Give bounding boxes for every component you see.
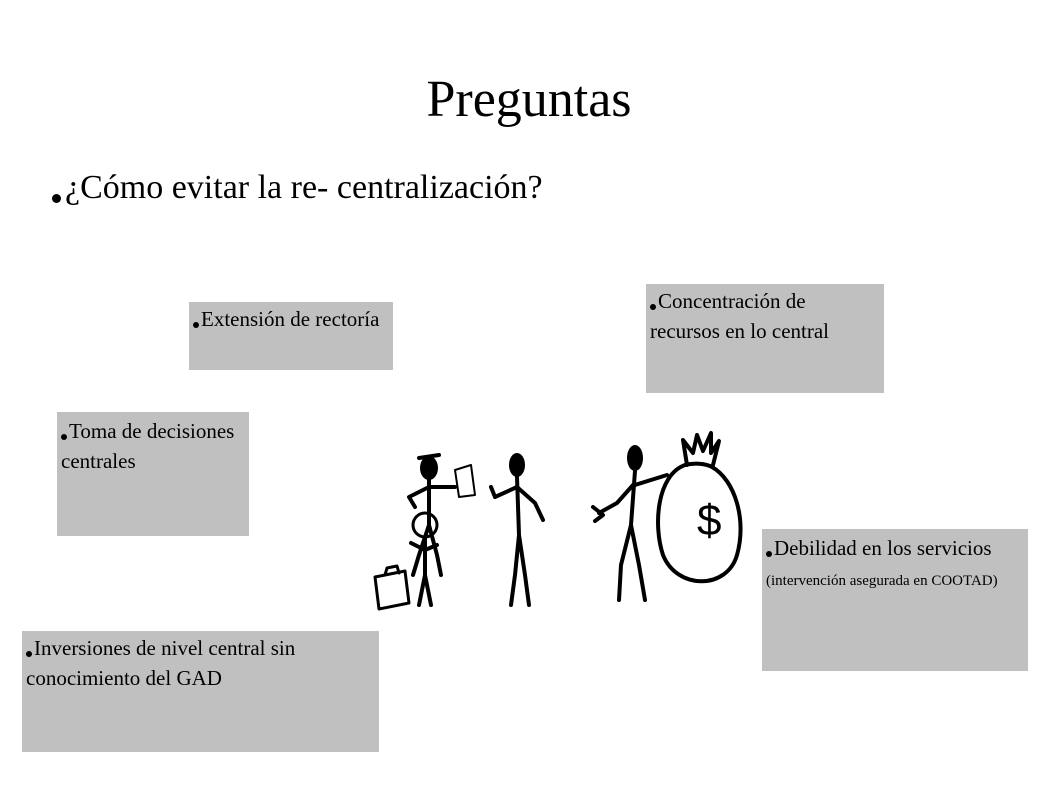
people-money-bag-icon: $ xyxy=(373,431,743,611)
slide-title: Preguntas xyxy=(426,71,632,128)
dollar-symbol: $ xyxy=(697,496,721,545)
box-text: Extensión de rectoría xyxy=(201,307,380,331)
box-text: Toma de decisiones centrales xyxy=(61,419,235,473)
box-text: Concentración de recursos en lo central xyxy=(650,289,830,343)
bullet-dot xyxy=(52,193,61,203)
box-service-weakness: Debilidad en los servicios (intervención… xyxy=(762,529,1028,671)
bullet-dot xyxy=(650,304,656,311)
box-note: (intervención asegurada en COOTAD) xyxy=(766,573,998,589)
bullet-dot xyxy=(193,322,199,329)
bullet-dot xyxy=(766,551,772,558)
bullet-dot xyxy=(26,651,32,658)
question-text: ¿Cómo evitar la re- centralización? xyxy=(65,169,543,206)
box-concentration-resources: Concentración de recursos en lo central xyxy=(646,284,884,393)
box-text: Debilidad en los servicios xyxy=(774,536,992,560)
question-bullet: ¿Cómo evitar la re- centralización? xyxy=(52,166,543,210)
box-central-decisions: Toma de decisiones centrales xyxy=(57,412,249,536)
box-central-investments: Inversiones de nivel central sin conocim… xyxy=(22,631,379,752)
box-extension-rectoria: Extensión de rectoría xyxy=(189,302,393,370)
bullet-dot xyxy=(61,434,67,441)
box-text: Inversiones de nivel central sin conocim… xyxy=(26,636,296,690)
